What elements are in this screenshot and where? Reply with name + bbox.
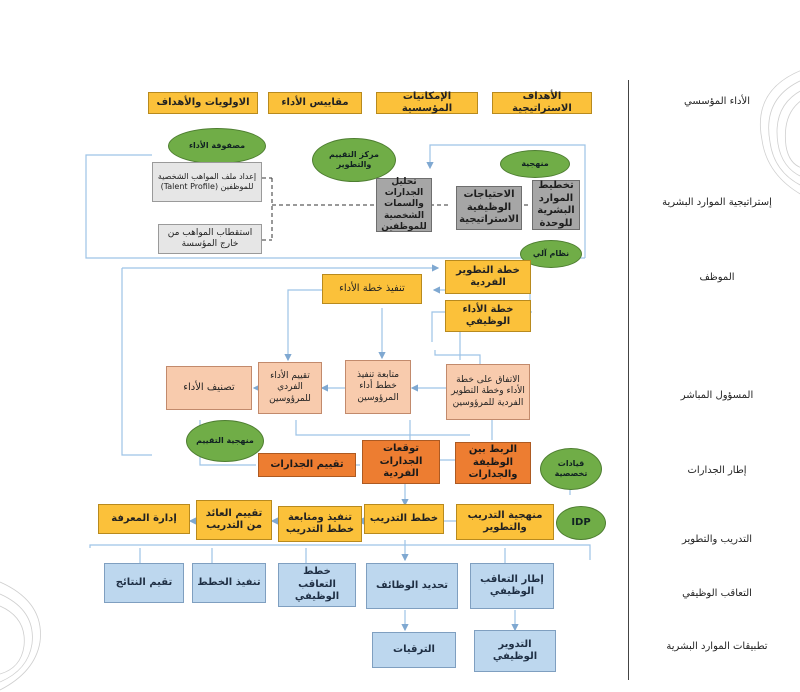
box-succession-framework: إطار التعاقب الوظيفي xyxy=(470,563,554,609)
row-label-training: التدريب والتطوير xyxy=(681,534,753,545)
box-knowledge-management: إدارة المعرفة xyxy=(98,504,190,534)
row-label-hr-applications: تطبيقات الموارد البشرية xyxy=(666,641,768,652)
row-label-separator xyxy=(628,80,629,680)
decorative-wave-bottom-left xyxy=(0,581,41,691)
box-promotions: الترقيات xyxy=(372,632,456,668)
box-execute-plans: تنفيذ الخطط xyxy=(192,563,266,603)
box-attract-talent: استقطاب المواهب من خارج المؤسسة xyxy=(158,224,262,254)
oval-idp: IDP xyxy=(556,506,606,540)
oval-methodology: منهجية xyxy=(500,150,570,178)
box-individual-competency-expectations: توقعات الجدارات الفردية xyxy=(362,440,440,484)
row-label-direct-manager: المسؤول المباشر xyxy=(680,390,754,401)
box-follow-up-plans: متابعة تنفيذ خطط أداء المرؤوسين xyxy=(345,360,411,414)
box-individual-development-plan: خطة التطوير الفردية xyxy=(445,260,531,294)
box-job-rotation: التدوير الوظيفي xyxy=(474,630,556,672)
box-priorities-goals: الاولويات والأهداف xyxy=(148,92,258,114)
box-job-competency-link: الربط بين الوظيفة والجدارات xyxy=(455,442,531,484)
row-label-employee: الموظف xyxy=(699,272,735,283)
box-job-performance-plan: خطة الأداء الوظيفي xyxy=(445,300,531,332)
box-succession-plans: خطط التعاقب الوظيفي xyxy=(278,563,356,607)
row-label-hr-strategy: إستراتيجية الموارد البشرية xyxy=(662,197,772,208)
box-classify-performance: تصنيف الأداء xyxy=(166,366,252,410)
box-training-plans: خطط التدريب xyxy=(364,504,444,534)
box-evaluate-performance: تقييم الأداء الفردي للمرؤوسين xyxy=(258,362,322,414)
box-talent-profile: إعداد ملف المواهب الشخصية للموظفين (Tale… xyxy=(152,162,262,202)
box-strategic-goals: الأهداف الاستراتيجية xyxy=(492,91,592,114)
box-hr-planning: تخطيط الموارد البشرية للوحدة xyxy=(532,180,580,230)
oval-evaluation-methodology: منهجية التقييم xyxy=(186,420,264,462)
row-label-succession: التعاقب الوظيفي xyxy=(682,588,752,599)
row-label-institutional-performance: الأداء المؤسسي xyxy=(683,96,750,107)
row-label-competency-framework: إطار الجدارات xyxy=(687,465,747,476)
box-training-methodology: منهجية التدريب والتطوير xyxy=(456,504,554,540)
box-training-roi: تقييم العائد من التدريب xyxy=(196,500,272,540)
box-agree-plans: الاتفاق على خطة الأداء وخطة التطوير الفر… xyxy=(446,364,530,420)
box-execute-performance-plan: تنفيذ خطة الأداء xyxy=(322,274,422,304)
box-execute-training-plans: تنفيذ ومتابعة خطط التدريب xyxy=(278,506,362,542)
box-assess-competencies: تقييم الجدارات xyxy=(258,453,356,477)
oval-assessment-center: مركز التقييم والتطوير xyxy=(312,138,396,182)
box-evaluate-results: تقيم النتائج xyxy=(104,563,184,603)
box-define-jobs: تحديد الوظائف xyxy=(366,563,458,609)
decorative-wave-top-right xyxy=(760,70,800,195)
oval-specialized-leadership: قيادات تخصصية xyxy=(540,448,602,490)
box-performance-measures: مقاييس الأداء xyxy=(268,92,362,114)
box-strategic-job-needs: الاحتياجات الوظيفية الاستراتيجية xyxy=(456,186,522,230)
oval-performance-matrix: مصفوفة الأداء xyxy=(168,128,266,164)
box-competency-analysis: تحليل الجدارات والسمات الشخصية للموظفين xyxy=(376,177,432,232)
box-institutional-capabilities: الإمكانيات المؤسسية xyxy=(376,91,478,114)
